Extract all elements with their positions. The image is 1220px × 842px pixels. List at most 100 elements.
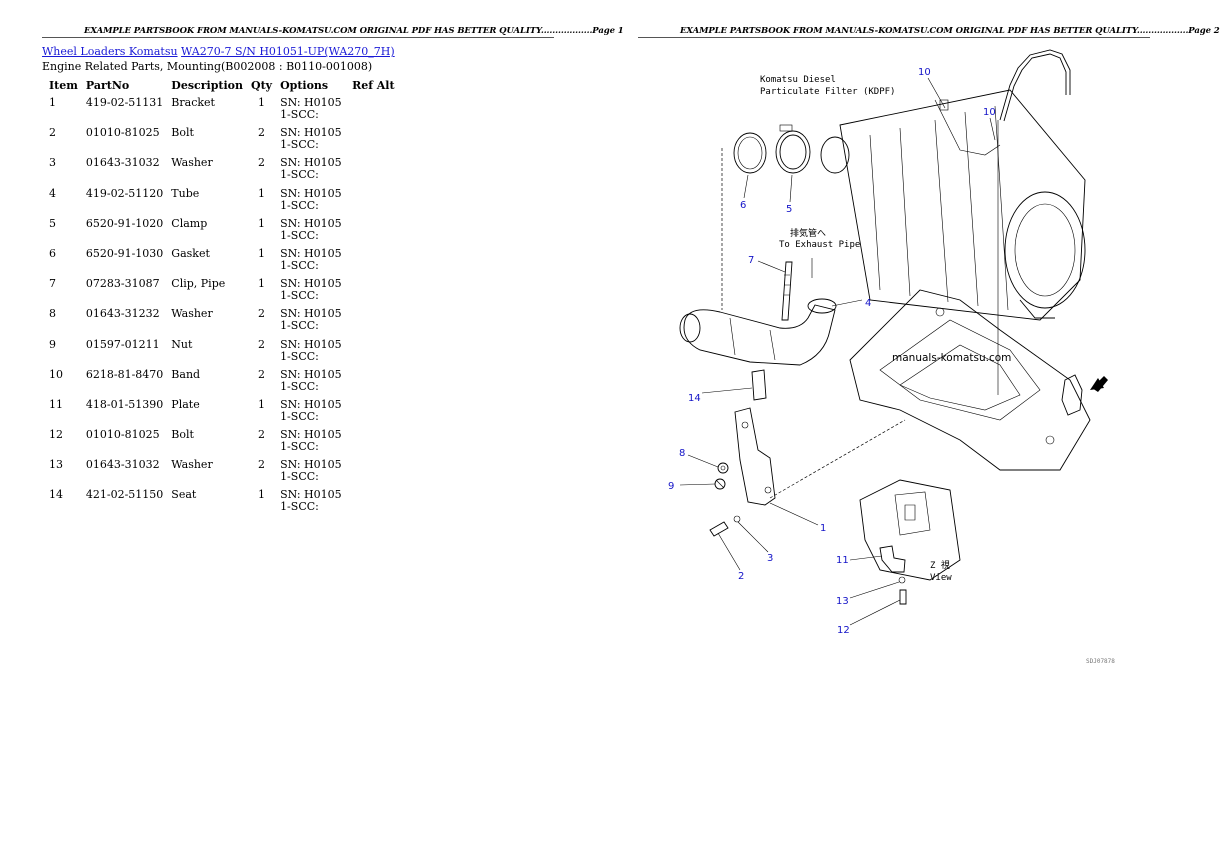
cell-options: SN: H01051-SCC: xyxy=(276,337,348,369)
cell-options: SN: H01051-SCC: xyxy=(276,278,348,308)
table-header-row: Item PartNo Description Qty Options Ref … xyxy=(42,77,399,97)
options-text: SN: H01051-SCC: xyxy=(280,246,342,272)
cell-ref-alt xyxy=(348,278,399,308)
table-row: 11 418-01-51390 Plate 1 SN: H01051-SCC: xyxy=(42,397,399,429)
cell-item: 1 xyxy=(49,96,56,109)
cell-qty: 1 xyxy=(258,277,266,291)
note-view-jp: Z 視 xyxy=(930,559,950,571)
cell-description: Plate xyxy=(171,397,200,411)
cell-options: SN: H01051-SCC: xyxy=(276,367,348,399)
cell-options: SN: H01051-SCC: xyxy=(276,127,348,157)
cell-description: Clamp xyxy=(171,216,208,230)
z-view-bracket-drawing xyxy=(859,479,961,581)
callout-13[interactable]: 13 xyxy=(836,596,849,607)
cell-partno: 418-01-51390 xyxy=(85,397,164,411)
cell-qty: 2 xyxy=(258,367,266,381)
drawing-code: SDJ07878 xyxy=(1086,658,1115,665)
breadcrumb-link-wheel-loaders[interactable]: Wheel Loaders Komatsu xyxy=(42,45,178,58)
breadcrumb: Wheel Loaders Komatsu WA270-7 S/N H01051… xyxy=(42,45,395,58)
cell-options: SN: H01051-SCC: xyxy=(276,246,348,278)
cell-qty: 2 xyxy=(258,337,266,351)
callout-10-lower[interactable]: 10 xyxy=(983,107,996,118)
cell-description: Band xyxy=(171,367,201,381)
cell-item: 9 xyxy=(49,337,56,351)
cell-item: 3 xyxy=(49,156,56,170)
cell-qty: 1 xyxy=(258,216,266,230)
watermark-text: manuals-komatsu.com xyxy=(892,352,1011,364)
cell-item: 14 xyxy=(49,488,63,502)
cell-description: Washer xyxy=(171,156,213,170)
cell-item: 2 xyxy=(49,126,56,140)
clamp-and-gasket-drawing xyxy=(721,124,811,310)
cell-qty: 1 xyxy=(258,488,266,502)
cell-description: Washer xyxy=(171,307,213,321)
cell-description: Tube xyxy=(171,186,200,200)
table-row: 9 01597-01211 Nut 2 SN: H01051-SCC: xyxy=(42,337,399,369)
cell-item: 11 xyxy=(49,397,63,411)
cell-partno: 01597-01211 xyxy=(85,337,160,351)
cell-options: SN: H01051-SCC: xyxy=(276,489,348,519)
header-ref-alt: Ref Alt xyxy=(352,78,395,92)
cell-qty: 2 xyxy=(258,307,266,321)
cell-qty: 2 xyxy=(258,458,266,472)
cell-options: SN: H01051-SCC: xyxy=(276,97,348,127)
callout-5[interactable]: 5 xyxy=(786,204,792,215)
note-kdpf-line2: Particulate Filter (KDPF) xyxy=(760,87,895,97)
callout-4[interactable]: 4 xyxy=(865,298,871,309)
options-text: SN: H01051-SCC: xyxy=(280,337,342,363)
cell-ref-alt xyxy=(348,399,399,429)
options-text: SN: H01051-SCC: xyxy=(280,186,342,212)
cell-ref-alt xyxy=(348,157,399,187)
callout-10-upper[interactable]: 10 xyxy=(918,67,931,78)
cell-options: SN: H01051-SCC: xyxy=(276,398,348,429)
cell-qty: 1 xyxy=(258,96,266,109)
callout-1[interactable]: 1 xyxy=(820,523,826,534)
cell-options: SN: H01051-SCC: xyxy=(276,308,348,338)
cell-ref-alt xyxy=(348,248,399,278)
callout-2[interactable]: 2 xyxy=(738,571,744,582)
cell-item: 7 xyxy=(49,277,56,291)
callout-9[interactable]: 9 xyxy=(668,481,674,492)
section-title: Engine Related Parts, Mounting(B002008 :… xyxy=(42,60,373,73)
cell-item: 4 xyxy=(49,186,56,200)
exhaust-tube-drawing xyxy=(679,298,837,366)
callout-7[interactable]: 7 xyxy=(748,255,754,266)
note-exhaust-jp: 排気管へ xyxy=(790,227,826,239)
callout-11[interactable]: 11 xyxy=(836,555,849,566)
cell-description: Nut xyxy=(171,337,193,351)
cell-ref-alt xyxy=(348,97,399,127)
note-kdpf-line1: Komatsu Diesel xyxy=(760,75,836,85)
cell-ref-alt xyxy=(348,459,399,489)
cell-description: Washer xyxy=(171,458,213,472)
cell-ref-alt xyxy=(348,429,399,459)
options-text: SN: H01051-SCC: xyxy=(280,216,342,242)
callout-8[interactable]: 8 xyxy=(679,448,685,459)
header-description: Description xyxy=(171,78,243,92)
cell-description: Bolt xyxy=(171,428,194,442)
cell-partno: 419-02-51131 xyxy=(85,96,164,109)
cell-options: SN: H01051-SCC: xyxy=(276,216,348,248)
cell-ref-alt xyxy=(348,188,399,218)
breadcrumb-link-model[interactable]: WA270-7 S/N H01051-UP(WA270_7H) xyxy=(181,45,395,58)
callout-6[interactable]: 6 xyxy=(740,200,746,211)
cell-description: Seat xyxy=(171,488,197,502)
cell-partno: 6218-81-8470 xyxy=(85,367,164,381)
cell-options: SN: H01051-SCC: xyxy=(276,459,348,489)
callout-12[interactable]: 12 xyxy=(837,625,850,636)
cell-qty: 2 xyxy=(258,156,266,170)
cell-item: 13 xyxy=(49,458,63,472)
cell-qty: 1 xyxy=(258,397,266,411)
cell-partno: 07283-31087 xyxy=(85,277,160,291)
frame-bracket-drawing xyxy=(849,289,1091,471)
callout-3[interactable]: 3 xyxy=(767,553,773,564)
options-text: SN: H01051-SCC: xyxy=(280,307,342,333)
callout-14[interactable]: 14 xyxy=(688,393,701,404)
note-view: View xyxy=(930,573,952,583)
options-text: SN: H01051-SCC: xyxy=(280,367,342,393)
